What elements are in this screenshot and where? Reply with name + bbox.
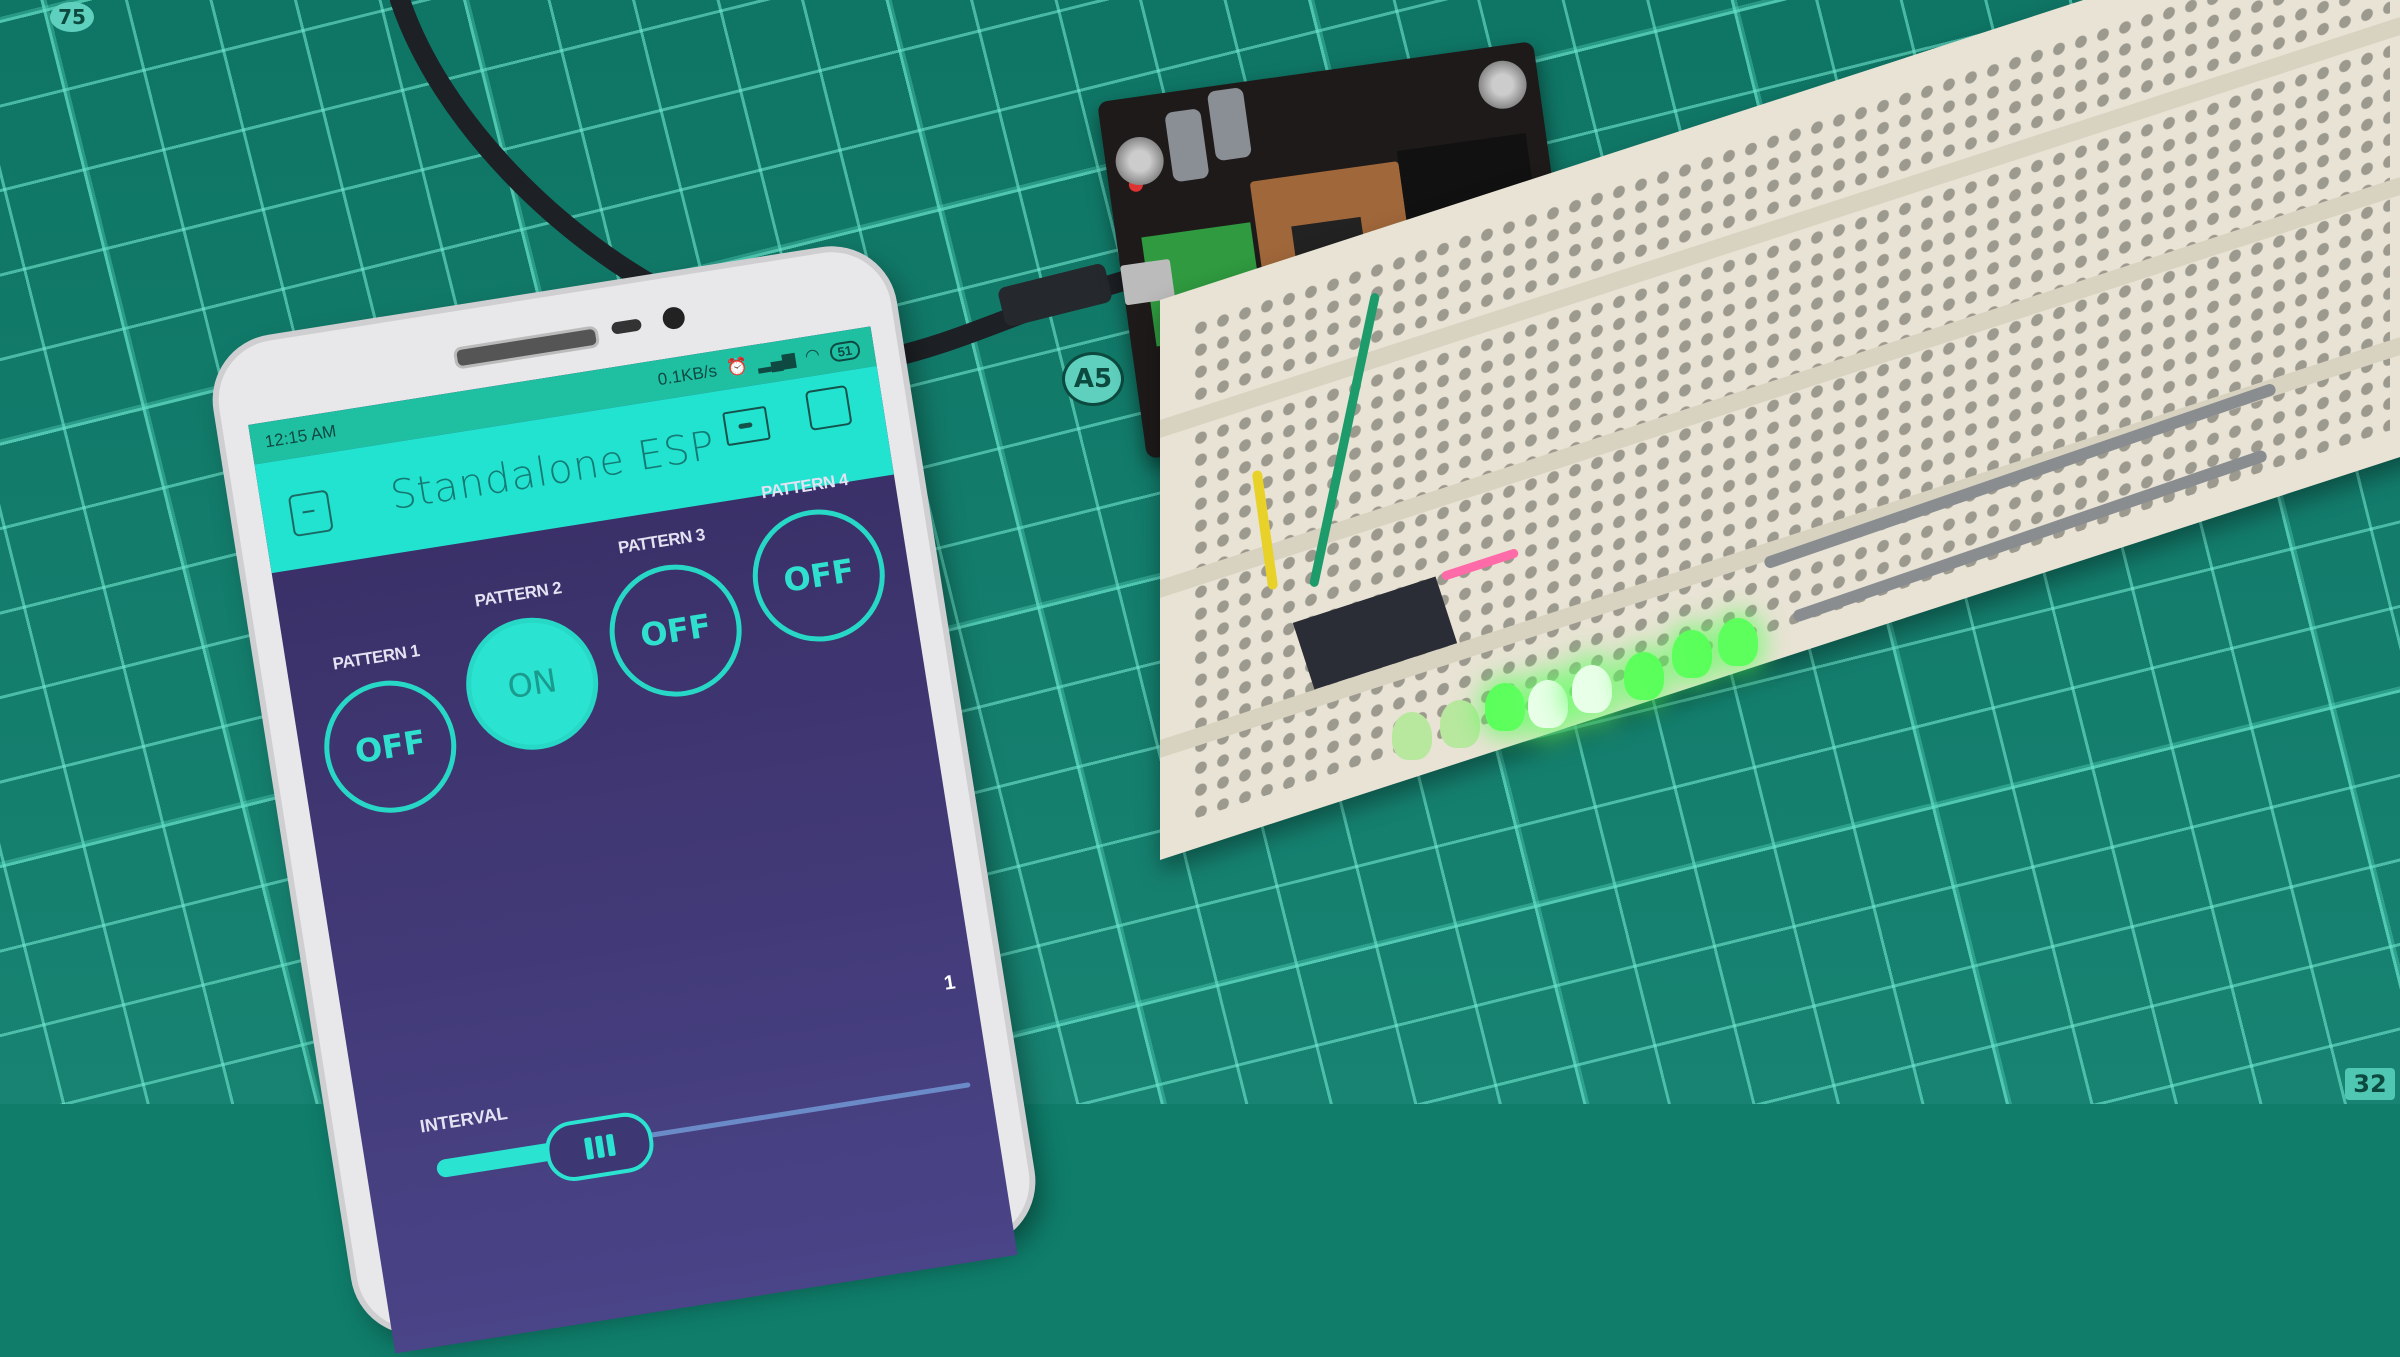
capacitor	[1164, 108, 1210, 183]
pattern-4-button[interactable]: OFF	[743, 500, 895, 652]
phone-screen: 12:15 AM 0.1KB/s ⏰ ▂▄▆ ◠ 51 Standalone E…	[248, 326, 1018, 1354]
interval-slider: INTERVAL 1	[396, 971, 971, 1219]
pattern-2-button-group: PATTERN 2 ON	[447, 574, 611, 760]
pattern-3-label: PATTERN 3	[616, 525, 707, 558]
signal-icon: ▂▄▆	[755, 348, 797, 374]
pattern-2-button[interactable]: ON	[456, 608, 608, 760]
mat-label-32: 32	[2345, 1068, 2395, 1100]
pattern-3-button[interactable]: OFF	[600, 555, 752, 707]
wifi-icon: ◠	[803, 344, 822, 366]
phone-body: 12:15 AM 0.1KB/s ⏰ ▂▄▆ ◠ 51 Standalone E…	[210, 243, 1039, 1354]
led	[1485, 683, 1525, 731]
led	[1718, 618, 1758, 666]
led	[1672, 630, 1712, 678]
led	[1624, 652, 1664, 700]
interval-label: INTERVAL	[418, 1103, 509, 1137]
slider-thumb[interactable]	[541, 1108, 658, 1185]
status-time: 12:15 AM	[263, 421, 338, 452]
alarm-icon: ⏰	[725, 356, 750, 379]
network-speed: 0.1KB/s	[656, 361, 719, 390]
slider-fill	[435, 1141, 557, 1179]
slider-max-value: 1	[942, 971, 957, 995]
earpiece-speaker	[452, 325, 601, 370]
led	[1392, 712, 1432, 760]
stop-icon[interactable]	[804, 384, 853, 431]
front-camera	[661, 305, 687, 331]
capacitor	[1206, 87, 1253, 162]
smartphone: 12:15 AM 0.1KB/s ⏰ ▂▄▆ ◠ 51 Standalone E…	[210, 234, 1082, 1354]
grip-icon	[594, 1135, 605, 1159]
grip-icon	[583, 1137, 594, 1161]
pattern-1-button[interactable]: OFF	[314, 671, 466, 823]
app-title: Standalone ESP	[387, 422, 719, 520]
pattern-4-button-group: PATTERN 4 OFF	[734, 466, 898, 652]
device-icon[interactable]	[722, 405, 771, 447]
mat-label-75: 75	[50, 2, 94, 32]
battery-indicator: 51	[828, 338, 862, 363]
led	[1572, 665, 1612, 713]
screw	[1475, 57, 1530, 112]
pattern-1-button-group: PATTERN 1 OFF	[305, 637, 469, 823]
screw	[1112, 133, 1167, 189]
pattern-3-button-group: PATTERN 3 OFF	[591, 521, 755, 707]
led	[1440, 700, 1480, 748]
mat-label-a5: A5	[1062, 352, 1124, 406]
proximity-sensor	[610, 318, 643, 335]
led	[1528, 680, 1568, 728]
exit-icon[interactable]	[287, 489, 334, 538]
pattern-2-label: PATTERN 2	[473, 578, 563, 611]
pattern-1-label: PATTERN 1	[331, 641, 421, 674]
grip-icon	[605, 1133, 616, 1157]
